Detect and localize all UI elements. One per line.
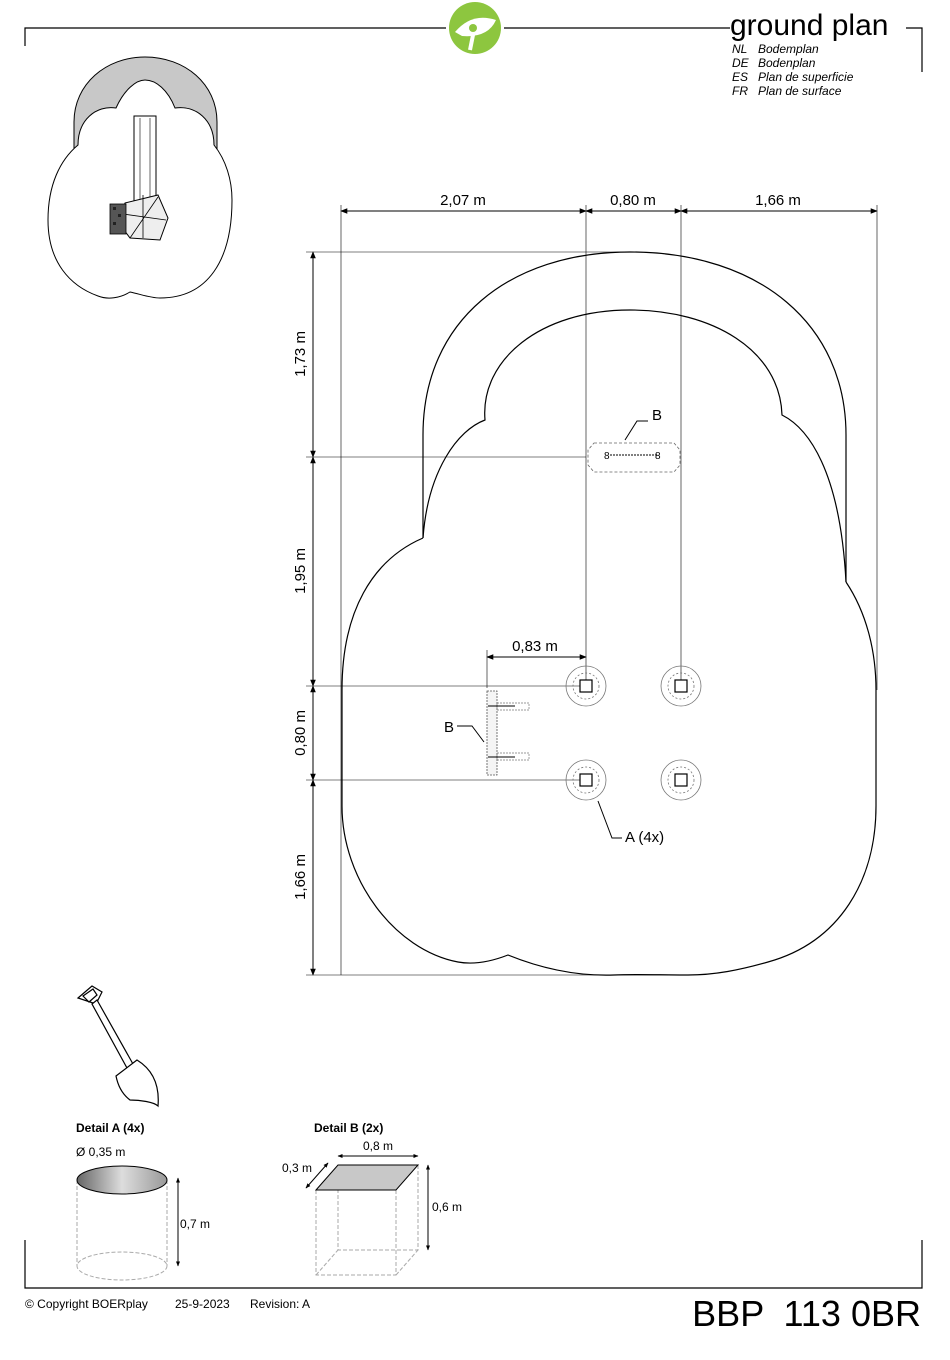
overview-thumbnail — [47, 56, 233, 299]
callout-a: A (4x) — [625, 829, 664, 846]
translation-text: Plan de superficie — [758, 70, 854, 84]
shovel-icon — [76, 985, 159, 1108]
dimension-label: 1,73 m — [292, 331, 309, 377]
translation-code: DE — [732, 56, 750, 70]
detail-b-length: 0,3 m — [282, 1161, 312, 1175]
page-title: ground plan — [730, 9, 888, 42]
product-code: BBP 113 0BR — [692, 1293, 921, 1334]
date-text: 25-9-2023 — [175, 1297, 230, 1311]
translation-code: NL — [732, 42, 747, 56]
dimension-label: 0,83 m — [512, 638, 558, 655]
boerplay-logo — [449, 2, 501, 54]
translation-code: ES — [732, 70, 748, 84]
dimension-label: 0,80 m — [610, 192, 656, 209]
svg-text:8: 8 — [604, 451, 610, 462]
dimension-label: 1,95 m — [292, 548, 309, 594]
callout-leader — [624, 420, 648, 441]
detail-a-diameter: Ø 0,35 m — [76, 1145, 125, 1159]
post-foundation — [660, 665, 702, 707]
post-foundation — [565, 665, 607, 707]
translation-text: Bodemplan — [758, 42, 819, 56]
dimension-label: 0,80 m — [292, 710, 309, 756]
foundation-b-top: 8 8 — [587, 442, 681, 473]
svg-text:8: 8 — [655, 451, 661, 462]
detail-b-box — [314, 1164, 420, 1276]
post-foundation — [660, 759, 702, 801]
callout-b-top: B — [652, 407, 662, 424]
copyright-text: © Copyright BOERplay — [25, 1297, 148, 1311]
dimension-label: 1,66 m — [292, 854, 309, 900]
detail-b-depth: 0,6 m — [432, 1200, 462, 1214]
title-translations: NL Bodemplan DE Bodenplan ES Plan de sup… — [732, 42, 854, 98]
extension-lines — [306, 205, 878, 976]
foundation-b-left — [486, 690, 530, 776]
callout-leader — [597, 800, 622, 839]
detail-a-title: Detail A (4x) — [76, 1121, 144, 1135]
callout-b-left: B — [444, 719, 454, 736]
safety-zone-outline — [341, 251, 877, 976]
detail-b-width: 0,8 m — [363, 1139, 393, 1153]
translation-code: FR — [732, 84, 748, 98]
translation-text: Bodenplan — [758, 56, 816, 70]
detail-b-title: Detail B (2x) — [314, 1121, 383, 1135]
callout-leader — [457, 725, 485, 743]
translation-text: Plan de surface — [758, 84, 842, 98]
revision-text: Revision: A — [250, 1297, 310, 1311]
dimension-label: 2,07 m — [440, 192, 486, 209]
drawing-frame — [24, 27, 923, 1289]
detail-a-cylinder — [76, 1165, 168, 1281]
detail-a-depth: 0,7 m — [180, 1217, 210, 1231]
detail-b-length-line — [305, 1162, 329, 1189]
post-foundation — [565, 759, 607, 801]
dimension-label: 1,66 m — [755, 192, 801, 209]
